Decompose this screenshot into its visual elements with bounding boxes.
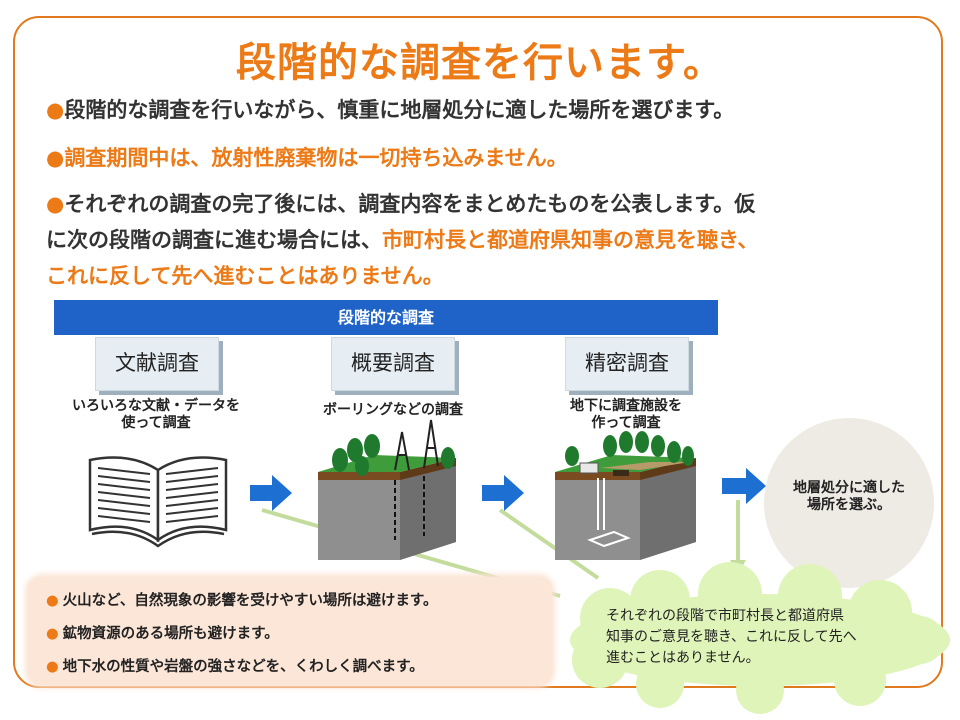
condition-marker: ● [46,659,59,675]
stage-overview-survey: 概要調査 [331,337,455,391]
bullet-3-line2-plain: に次の段階の調査に進む場合には、 [46,228,382,252]
condition-item: ●地下水の性質や岩盤の強さなどを、くわしく調べます。 [46,655,424,676]
stage-1-desc-line1: いろいろな文献・データを [72,398,240,414]
bullet-marker: ● [46,98,65,122]
result-text: 地層処分に適した 場所を選ぶ。 [764,480,934,514]
cloud-line3: 進むことはありません。 [606,650,760,666]
condition-text: 鉱物資源のある場所も避けます。 [62,626,279,642]
stage-1-description: いろいろな文献・データを 使って調査 [40,398,272,432]
result-line2: 場所を選ぶ。 [807,497,891,513]
stage-3-desc-line1: 地下に調査施設を [570,398,682,414]
bullet-2-text: 調査期間中は、放射性廃棄物は一切持ち込みません。 [64,146,568,170]
condition-item: ●鉱物資源のある場所も避けます。 [46,622,279,643]
bullet-marker: ● [46,146,65,170]
conditions-panel: ●火山など、自然現象の影響を受けやすい場所は避けます。 ●鉱物資源のある場所も避… [28,577,552,685]
stage-3-desc-line2: 作って調査 [591,415,661,431]
book-lines [97,467,219,523]
condition-text: 火山など、自然現象の影響を受けやすい場所は避けます。 [62,593,438,609]
bullet-3-line1: それぞれの調査の完了後には、調査内容をまとめたものを公表します。仮 [64,192,756,216]
stage-3-description: 地下に調査施設を 作って調査 [540,398,712,432]
cloud-note: それぞれの段階で市町村長と都道府県 知事のご意見を聴き、これに反して先へ 進むこ… [606,606,926,669]
diagram-header: 段階的な調査 [54,300,718,335]
stage-1-desc-line2: 使って調査 [121,415,191,431]
bullet-1: ●段階的な調査を行いながら、慎重に地層処分に適した場所を選びます。 [46,92,734,128]
condition-marker: ● [46,593,59,609]
boring-ground-block-icon [318,419,456,560]
stage-2-desc-line1: ボーリングなどの調査 [323,402,463,418]
cloud-line1: それぞれの段階で市町村長と都道府県 [606,608,844,624]
condition-marker: ● [46,626,59,642]
stage-literature-survey: 文献調査 [95,337,219,391]
book-icon [88,456,228,548]
condition-item: ●火山など、自然現象の影響を受けやすい場所は避けます。 [46,589,437,610]
connector-line-2 [498,508,600,580]
bullet-2: ●調査期間中は、放射性廃棄物は一切持ち込みません。 [46,140,568,176]
bullet-marker: ● [46,192,65,216]
result-circle: 地層処分に適した 場所を選ぶ。 [764,418,934,588]
bullet-1-text: 段階的な調査を行いながら、慎重に地層処分に適した場所を選びます。 [64,98,735,122]
cloud-shape [570,562,950,714]
bullet-3: ●それぞれの調査の完了後には、調査内容をまとめたものを公表します。仮 に次の段階… [46,186,759,294]
bullet-3-line3-orange: これに反して先へ進むことはありません。 [46,264,444,288]
condition-text: 地下水の性質や岩盤の強さなどを、くわしく調べます。 [62,659,424,675]
stage-2-description: ボーリングなどの調査 [298,402,488,419]
arrow-icon-2 [482,475,524,511]
cloud-line2: 知事のご意見を聴き、これに反して先へ [606,629,857,645]
bullet-3-line2-orange: 市町村長と都道府県知事の意見を聴き、 [382,228,759,252]
stage-detailed-survey: 精密調査 [565,337,689,391]
arrow-icon-1 [250,475,292,511]
page-title: 段階的な調査を行います。 [236,40,724,86]
facility-ground-block-icon [555,431,696,560]
arrow-icon-3 [722,468,766,504]
result-line1: 地層処分に適した [793,480,905,496]
